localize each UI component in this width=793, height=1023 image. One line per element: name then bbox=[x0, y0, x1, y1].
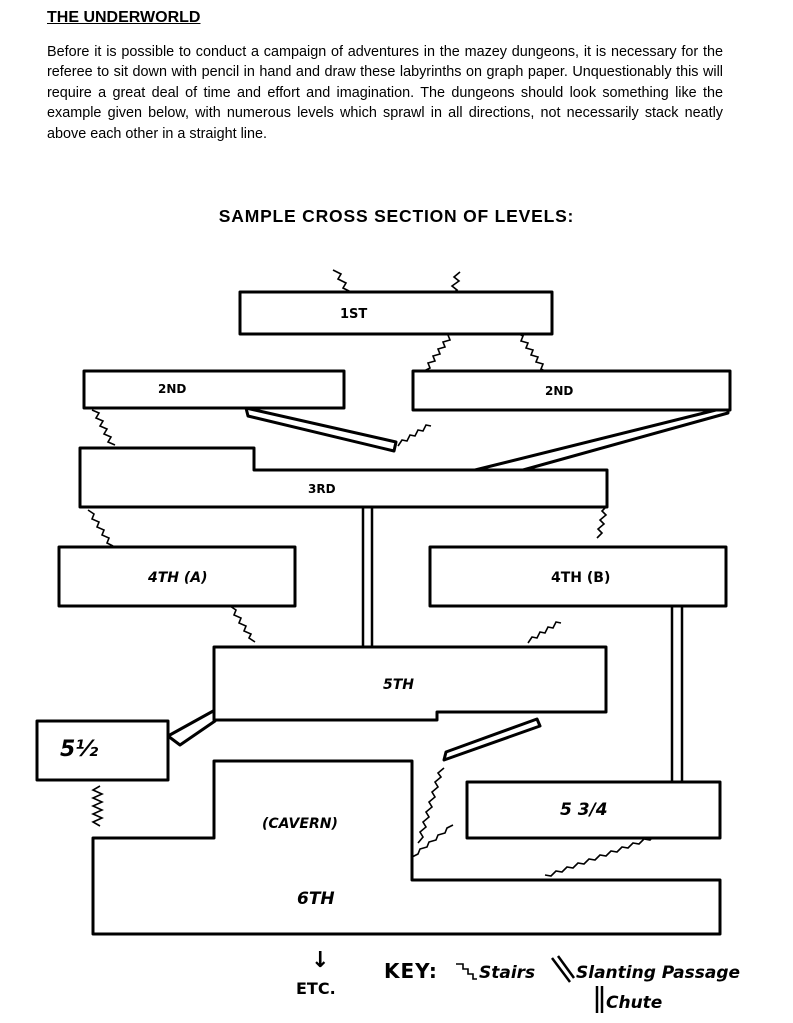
slanting-passage-5th-to-5three-quarter bbox=[442, 717, 542, 762]
key-stairs-label: Stairs bbox=[479, 963, 535, 983]
etc-label: ETC. bbox=[296, 979, 336, 998]
key-stairs-icon bbox=[456, 963, 477, 980]
key-title: KEY: bbox=[384, 959, 438, 983]
stairs-chute-to-3rd bbox=[397, 424, 432, 447]
slanting-passages bbox=[166, 405, 730, 762]
level-labels: 1ST 2ND 2ND 3RD 4TH (A) 4TH (B) 5TH 5½ 5… bbox=[60, 307, 610, 909]
stairs-3rd-to-4th-a bbox=[87, 509, 114, 547]
key-slanting-label: Slanting Passage bbox=[576, 963, 740, 983]
label-4th-b: 4TH (B) bbox=[551, 570, 610, 586]
level-1st-box bbox=[238, 290, 554, 336]
key-chute-label: Chute bbox=[606, 993, 662, 1013]
label-2nd-right: 2ND bbox=[545, 384, 573, 398]
level-boxes bbox=[35, 290, 732, 936]
intro-paragraph: Before it is possible to conduct a campa… bbox=[47, 44, 723, 142]
key-slanting-icon-b bbox=[556, 955, 576, 979]
level-6th-box bbox=[91, 759, 722, 936]
label-5th: 5TH bbox=[383, 677, 414, 693]
stairs-3rd-to-4th-b bbox=[596, 505, 608, 539]
key-legend: KEY: Stairs Slanting Passage Chute bbox=[384, 955, 740, 1013]
label-3rd: 3RD bbox=[308, 482, 336, 496]
stairs-1st-to-2nd-right bbox=[516, 332, 548, 373]
level-5three-quarter-box bbox=[465, 780, 722, 840]
stairs-4th-a-to-5th bbox=[229, 605, 256, 643]
level-5half-box bbox=[35, 719, 170, 782]
slanting-passage-2nd-right bbox=[473, 405, 730, 472]
etc-arrow: ↓ bbox=[311, 948, 329, 973]
stairs-5th-to-5three-quarter bbox=[417, 767, 445, 844]
section-title: THE UNDERWORLD bbox=[47, 9, 201, 26]
level-5th-box bbox=[212, 645, 608, 722]
level-3rd-box bbox=[78, 446, 609, 509]
label-cavern: (CAVERN) bbox=[262, 816, 338, 832]
stairs-5three-quarter-to-6th bbox=[544, 834, 656, 877]
key-slanting-icon-a bbox=[551, 957, 571, 983]
slanting-passage-5th-to-5half bbox=[166, 708, 217, 747]
stairs-4th-b-to-5th bbox=[527, 621, 562, 644]
level-4th-b-box bbox=[428, 545, 728, 608]
level-2nd-right-box bbox=[411, 369, 732, 412]
diagram-title: SAMPLE CROSS SECTION OF LEVELS: bbox=[218, 206, 575, 226]
level-2nd-left-box bbox=[82, 369, 346, 410]
label-5half: 5½ bbox=[60, 737, 98, 762]
label-2nd-left: 2ND bbox=[158, 382, 186, 396]
label-1st: 1ST bbox=[340, 307, 367, 322]
slanting-passage-2nd-left bbox=[244, 406, 398, 453]
stairs-5half-to-6th bbox=[91, 785, 104, 827]
stairs-2nd-to-3rd-left bbox=[91, 409, 116, 446]
stairs-5th-to-6th bbox=[411, 824, 454, 858]
label-6th: 6TH bbox=[297, 889, 335, 909]
level-4th-a-box bbox=[57, 545, 297, 608]
chutes bbox=[361, 507, 684, 782]
label-4th-a: 4TH (A) bbox=[147, 570, 208, 586]
label-5three-quarter: 5 3/4 bbox=[560, 800, 608, 820]
